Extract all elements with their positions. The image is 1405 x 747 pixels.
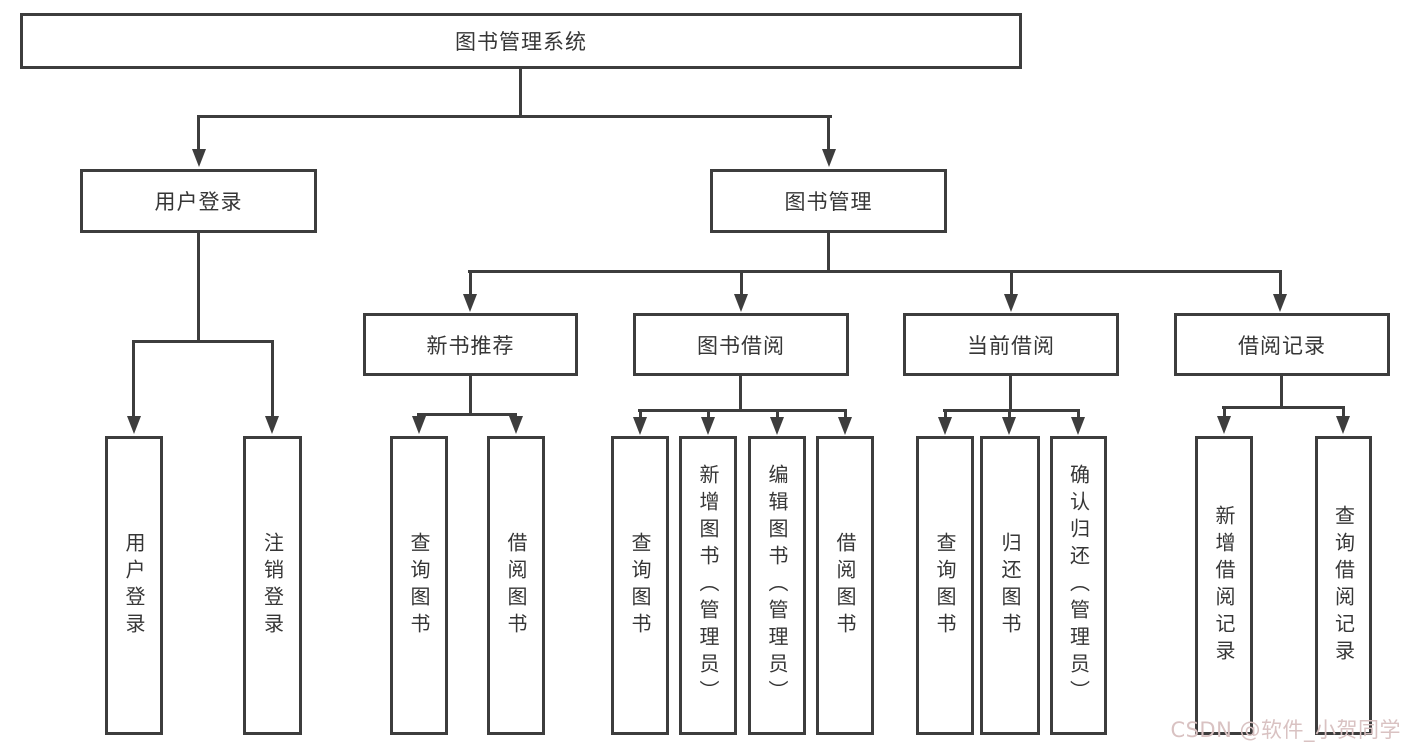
leaf-borrowing-borrow-books-label: 借阅图书 xyxy=(833,531,857,640)
leaf-records-query-record: 查询借阅记录 xyxy=(1315,436,1372,735)
arrow-down-cb-confirm xyxy=(1071,417,1085,435)
leaf-current-return-books: 归还图书 xyxy=(980,436,1040,735)
node-user-login-label: 用户登录 xyxy=(154,190,243,214)
arrow-down-br-add xyxy=(1217,416,1231,434)
node-book-borrowing-label: 图书借阅 xyxy=(697,333,785,358)
leaf-newbook-query-books: 查询图书 xyxy=(390,436,448,735)
connector-borrowing-drop-3 xyxy=(776,409,779,419)
connector-current-drop-2 xyxy=(1008,409,1011,419)
connector-current-drop-1 xyxy=(944,409,947,419)
leaf-user-login: 用户登录 xyxy=(105,436,163,735)
node-book-management: 图书管理 xyxy=(710,169,947,233)
leaf-newbook-borrow-books-label: 借阅图书 xyxy=(504,531,528,640)
csdn-watermark: CSDN @软件_小贺同学 xyxy=(1170,718,1401,742)
node-borrowing-records-label: 借阅记录 xyxy=(1238,333,1326,358)
leaf-current-query-books: 查询图书 xyxy=(916,436,974,735)
node-current-borrowing: 当前借阅 xyxy=(903,313,1119,376)
leaf-borrowing-edit-books: 编辑图书（管理员） xyxy=(748,436,806,735)
connector-records-drop-1 xyxy=(1223,406,1226,418)
leaf-borrowing-query-books: 查询图书 xyxy=(611,436,669,735)
node-user-login: 用户登录 xyxy=(80,169,317,233)
connector-newbook-stem xyxy=(469,374,472,416)
leaf-records-add-record-label: 新增借阅记录 xyxy=(1212,504,1236,667)
arrow-down-borrowing-records xyxy=(1273,294,1287,312)
node-current-borrowing-label: 当前借阅 xyxy=(967,333,1055,358)
connector-records-bar xyxy=(1222,406,1345,409)
arrow-down-current-borrowing xyxy=(1004,294,1018,312)
arrow-down-bb-add xyxy=(701,417,715,435)
arrow-down-nb-query xyxy=(412,416,426,434)
connector-mgmt-stem xyxy=(827,231,830,272)
connector-borrowing-stem xyxy=(739,374,742,412)
arrow-down-book-management xyxy=(822,149,836,167)
connector-mgmt-drop-1 xyxy=(469,270,472,296)
arrow-down-new-book-recommend xyxy=(463,294,477,312)
arrow-down-user-login xyxy=(192,149,206,167)
leaf-newbook-borrow-books: 借阅图书 xyxy=(487,436,545,735)
arrow-down-bb-edit xyxy=(770,417,784,435)
leaf-current-return-books-label: 归还图书 xyxy=(998,531,1022,640)
leaf-current-confirm-return-label: 确认归还（管理员） xyxy=(1066,464,1091,707)
leaf-borrowing-add-books: 新增图书（管理员） xyxy=(679,436,737,735)
connector-login-stem xyxy=(197,231,200,343)
leaf-borrowing-add-books-label: 新增图书（管理员） xyxy=(696,464,720,707)
connector-login-drop-left xyxy=(132,340,135,418)
arrow-down-br-query xyxy=(1336,416,1350,434)
arrow-down-bb-borrow xyxy=(838,417,852,435)
node-new-book-recommend-label: 新书推荐 xyxy=(426,333,515,358)
connector-root-drop-left xyxy=(197,115,200,151)
connector-mgmt-drop-3 xyxy=(1010,270,1013,296)
arrow-down-book-borrowing xyxy=(734,294,748,312)
node-new-book-recommend: 新书推荐 xyxy=(363,313,578,376)
connector-borrowing-drop-4 xyxy=(844,409,847,419)
leaf-newbook-query-books-label: 查询图书 xyxy=(407,531,431,640)
connector-current-bar xyxy=(943,409,1080,412)
leaf-user-login-label: 用户登录 xyxy=(122,531,146,640)
connector-login-bar xyxy=(132,340,274,343)
connector-current-drop-3 xyxy=(1077,409,1080,419)
leaf-logout: 注销登录 xyxy=(243,436,302,735)
connector-borrowing-bar xyxy=(638,409,847,412)
leaf-records-add-record: 新增借阅记录 xyxy=(1195,436,1253,735)
arrow-down-leaf-user-login xyxy=(127,416,141,434)
node-book-management-label: 图书管理 xyxy=(784,190,873,214)
leaf-borrowing-query-books-label: 查询图书 xyxy=(628,531,652,640)
connector-root-stem xyxy=(519,67,522,117)
connector-newbook-bar xyxy=(417,413,517,416)
leaf-current-query-books-label: 查询图书 xyxy=(933,531,957,640)
arrow-down-bb-query xyxy=(633,417,647,435)
node-root: 图书管理系统 xyxy=(20,13,1022,69)
leaf-logout-label: 注销登录 xyxy=(260,531,285,640)
connector-borrowing-drop-2 xyxy=(707,409,710,419)
connector-current-stem xyxy=(1009,374,1012,412)
connector-borrowing-drop-1 xyxy=(639,409,642,419)
connector-mgmt-drop-4 xyxy=(1279,270,1282,296)
connector-mgmt-bar xyxy=(468,270,1282,273)
leaf-borrowing-borrow-books: 借阅图书 xyxy=(816,436,874,735)
node-book-borrowing: 图书借阅 xyxy=(633,313,849,376)
arrow-down-cb-query xyxy=(938,417,952,435)
connector-mgmt-drop-2 xyxy=(740,270,743,296)
arrow-down-nb-borrow xyxy=(509,416,523,434)
leaf-current-confirm-return: 确认归还（管理员） xyxy=(1050,436,1107,735)
connector-root-drop-right xyxy=(827,115,830,151)
arrow-down-cb-return xyxy=(1002,417,1016,435)
node-borrowing-records: 借阅记录 xyxy=(1174,313,1390,376)
connector-records-stem xyxy=(1280,374,1283,409)
connector-records-drop-2 xyxy=(1342,406,1345,418)
node-root-label: 图书管理系统 xyxy=(455,30,587,54)
leaf-borrowing-edit-books-label: 编辑图书（管理员） xyxy=(765,464,789,707)
leaf-records-query-record-label: 查询借阅记录 xyxy=(1331,504,1356,667)
connector-login-drop-right xyxy=(271,340,274,418)
connector-root-bar xyxy=(197,115,832,118)
arrow-down-leaf-logout xyxy=(265,416,279,434)
